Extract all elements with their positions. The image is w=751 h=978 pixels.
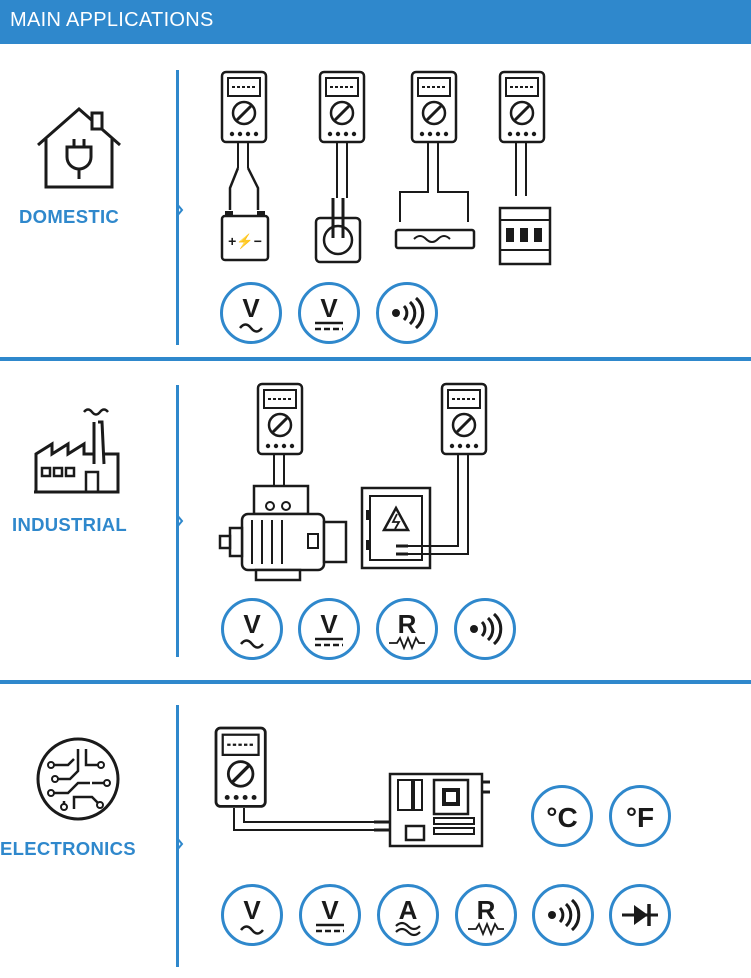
fahrenheit-text: °F (626, 802, 654, 833)
voltage-letter: V (243, 895, 261, 925)
category-label-domestic: DOMESTIC (19, 206, 120, 227)
section-vline (176, 70, 179, 345)
section-vline-notch (176, 204, 184, 216)
industrial-applications-illustration (218, 382, 488, 582)
voltage-letter: V (242, 293, 260, 323)
ac-current-icon: A (377, 884, 439, 946)
section-divider (0, 357, 751, 361)
resistance-icon: R (376, 598, 438, 660)
current-letter: A (399, 895, 418, 925)
svg-text:+⚡−: +⚡− (228, 233, 262, 250)
celsius-icon: °C (531, 785, 593, 847)
category-label-industrial: INDUSTRIAL (12, 514, 128, 535)
section-vline (176, 385, 179, 657)
dc-voltage-icon: V (299, 884, 361, 946)
celsius-text: °C (546, 802, 577, 833)
fahrenheit-icon: °F (609, 785, 671, 847)
dc-voltage-icon: V (298, 282, 360, 344)
continuity-icon (454, 598, 516, 660)
resistance-letter: R (477, 895, 496, 925)
section-divider (0, 680, 751, 684)
continuity-icon (532, 884, 594, 946)
resistance-letter: R (398, 609, 417, 639)
category-label-electronics: ELECTRONICS (0, 838, 136, 859)
page-title: MAIN APPLICATIONS (10, 9, 214, 31)
ac-voltage-icon: V (220, 282, 282, 344)
section-vline-notch (176, 515, 184, 527)
voltage-letter: V (320, 609, 338, 639)
header-bar: MAIN APPLICATIONS (0, 0, 751, 44)
diode-icon (609, 884, 671, 946)
ac-voltage-icon: V (221, 884, 283, 946)
electronics-applications-illustration (214, 726, 490, 848)
ac-voltage-icon: V (221, 598, 283, 660)
dc-voltage-icon: V (298, 598, 360, 660)
section-vline (176, 705, 179, 967)
domestic-applications-illustration: +⚡− (220, 70, 552, 266)
factory-icon (34, 408, 120, 494)
voltage-letter: V (321, 895, 339, 925)
section-vline-notch (176, 838, 184, 850)
house-plug-icon (37, 107, 121, 189)
circuit-brain-icon (36, 737, 120, 821)
continuity-icon (376, 282, 438, 344)
resistance-icon: R (455, 884, 517, 946)
voltage-letter: V (320, 293, 338, 323)
voltage-letter: V (243, 609, 261, 639)
